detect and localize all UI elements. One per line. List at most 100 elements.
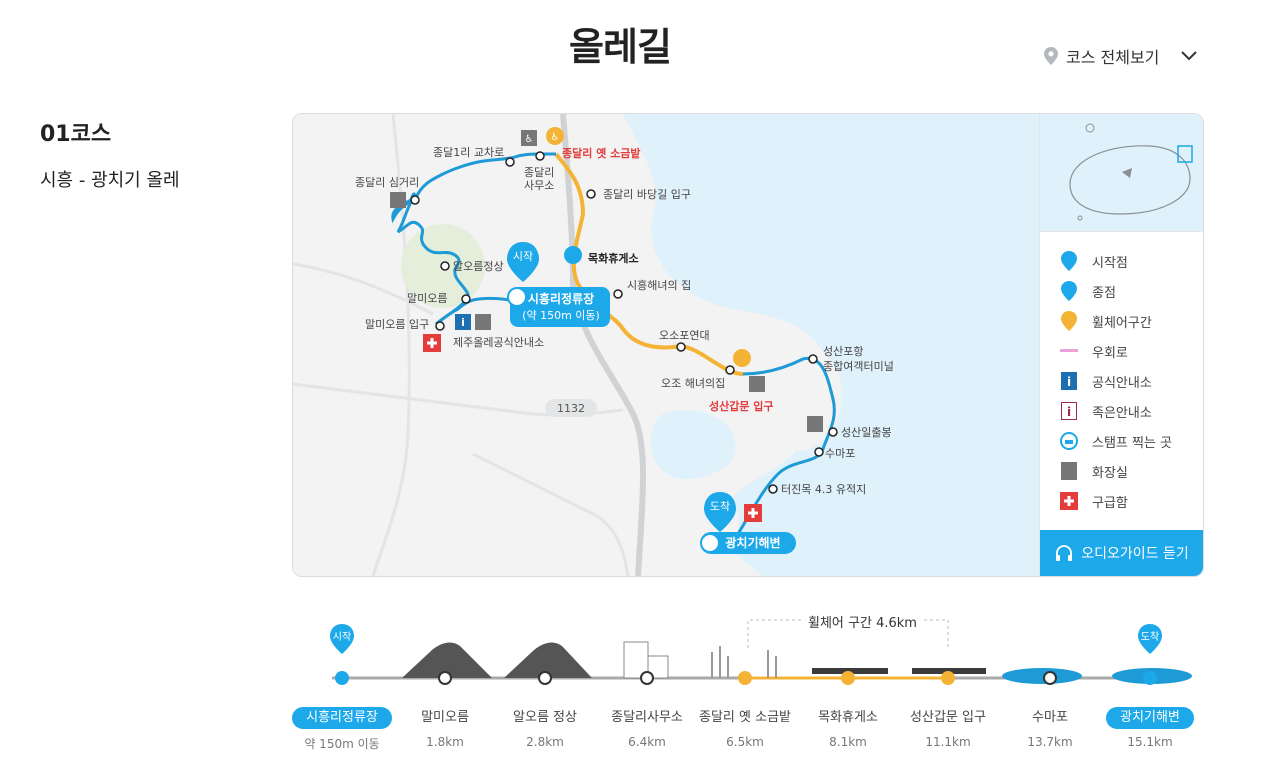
legend-label: 화장실 xyxy=(1092,465,1128,481)
start-station-box[interactable] xyxy=(510,287,610,327)
start-point-icon xyxy=(1058,250,1080,272)
wheelchair-section-label: 휠체어 구간 4.6km xyxy=(802,612,923,631)
svg-text:도착: 도착 xyxy=(710,500,730,513)
profile-stop-distance: 11.1km xyxy=(925,735,971,749)
profile-stop-distance: 8.1km xyxy=(829,735,867,749)
profile-stop-distance: 15.1km xyxy=(1127,735,1173,749)
chevron-down-icon xyxy=(1181,51,1198,61)
svg-text:종달리 심거리: 종달리 심거리 xyxy=(355,176,419,189)
stamp-icon xyxy=(702,535,718,551)
profile-illustration: 시작 도착 xyxy=(330,619,1192,685)
first-aid-icon xyxy=(1058,490,1080,512)
svg-text:알오름정상: 알오름정상 xyxy=(453,259,504,273)
course-name: 시흥 - 광치기 올레 xyxy=(40,170,180,191)
profile-stop-name: 종달리 옛 소금밭 xyxy=(699,710,791,725)
svg-text:종달리 옛 소금밭: 종달리 옛 소금밭 xyxy=(562,146,641,160)
svg-text:(약 150m 이동): (약 150m 이동) xyxy=(522,308,600,322)
svg-text:터진목 4.3 유적지: 터진목 4.3 유적지 xyxy=(781,483,866,496)
profile-stop-dot xyxy=(1043,671,1057,685)
profile-stop-name: 목화휴게소 xyxy=(818,710,878,725)
hill-icon xyxy=(402,642,492,678)
start-pin-icon xyxy=(330,624,354,654)
start-marker[interactable] xyxy=(507,242,539,282)
hill-icon xyxy=(504,642,592,678)
legend-item: 종점 xyxy=(1058,276,1203,306)
svg-text:수마포: 수마포 xyxy=(825,447,855,460)
course-select-dropdown[interactable]: 코스 전체보기 xyxy=(1044,44,1198,68)
profile-stop-dot xyxy=(841,671,855,685)
end-beach-label[interactable] xyxy=(700,532,796,554)
svg-text:성산일출봉: 성산일출봉 xyxy=(841,425,892,439)
profile-stop-distance: 약 150m 이동 xyxy=(304,737,380,751)
profile-stop-distance: 1.8km xyxy=(426,735,464,749)
svg-text:시흥리정류장: 시흥리정류장 xyxy=(528,291,594,306)
legend-label: 휠체어구간 xyxy=(1092,315,1152,331)
toilet-icon xyxy=(749,376,765,392)
map-canvas: 1132 종달1리 교차로 종달리 사무소 종달리 옛 소금밭 종달리 심거리 … xyxy=(293,114,1041,576)
course-number: 01코스 xyxy=(40,122,112,147)
stamp-icon xyxy=(564,246,582,264)
end-marker[interactable] xyxy=(704,492,736,532)
profile-stop-name: 말미오름 xyxy=(421,710,469,725)
svg-text:목화휴게소: 목화휴게소 xyxy=(588,251,639,265)
svg-text:♿: ♿ xyxy=(525,134,534,145)
official-info-icon: i xyxy=(1058,370,1080,392)
svg-text:시작: 시작 xyxy=(513,250,533,263)
profile-stop[interactable]: 말미오름 1.8km xyxy=(390,706,500,749)
jeju-mini-map xyxy=(1040,114,1203,232)
legend-label: 구급함 xyxy=(1092,495,1128,511)
svg-text:♿: ♿ xyxy=(551,132,560,143)
profile-stop-dot xyxy=(438,671,452,685)
svg-text:i: i xyxy=(1067,375,1071,389)
svg-text:성산갑문 입구: 성산갑문 입구 xyxy=(709,399,774,413)
stamp-icon xyxy=(1058,430,1080,452)
profile-stop-name: 알오름 정상 xyxy=(513,710,577,725)
page-title: 올레길 xyxy=(569,25,672,69)
profile-stop-dot xyxy=(538,671,552,685)
course-map[interactable]: 1132 종달1리 교차로 종달리 사무소 종달리 옛 소금밭 종달리 심거리 … xyxy=(292,113,1204,577)
wheelchair-icon xyxy=(1058,310,1080,332)
audio-guide-button[interactable]: 오디오가이드 듣기 xyxy=(1040,530,1203,576)
detour-line-icon xyxy=(1058,340,1080,362)
profile-stop-dot xyxy=(1143,671,1157,685)
profile-stop[interactable]: 종달리사무소 6.4km xyxy=(592,706,702,749)
profile-stop-distance: 6.4km xyxy=(628,735,666,749)
svg-text:종달1리 교차로: 종달1리 교차로 xyxy=(433,146,504,159)
profile-stop-name: 수마포 xyxy=(1032,710,1068,725)
svg-text:종합여객터미널: 종합여객터미널 xyxy=(823,360,894,373)
profile-stop-distance: 13.7km xyxy=(1027,735,1073,749)
stamp-icon xyxy=(507,287,527,307)
legend-label: 공식안내소 xyxy=(1092,375,1152,391)
profile-stop-dot xyxy=(738,671,752,685)
legend-label: 종점 xyxy=(1092,285,1116,301)
svg-text:시흥해녀의 집: 시흥해녀의 집 xyxy=(627,278,691,292)
svg-text:오소포연대: 오소포연대 xyxy=(659,329,710,342)
profile-stop-name: 종달리사무소 xyxy=(611,710,683,725)
svg-text:종달리 바당길 입구: 종달리 바당길 입구 xyxy=(603,188,691,201)
profile-stop-name: 시흥리정류장 xyxy=(292,707,392,729)
toilet-icon xyxy=(390,192,406,208)
legend-label: 우회로 xyxy=(1092,345,1128,361)
legend-label: 시작점 xyxy=(1092,255,1128,271)
svg-text:광치기해변: 광치기해변 xyxy=(725,535,780,550)
road-number: 1132 xyxy=(557,402,585,415)
svg-text:시작: 시작 xyxy=(333,631,351,643)
profile-stop-dot xyxy=(335,671,349,685)
profile-stop-name: 광치기해변 xyxy=(1106,707,1194,729)
end-point-icon xyxy=(1058,280,1080,302)
profile-stop[interactable]: 목화휴게소 8.1km xyxy=(793,706,903,749)
end-pin-icon xyxy=(1138,624,1162,654)
course-select-label: 코스 전체보기 xyxy=(1066,48,1160,67)
profile-stop[interactable]: 수마포 13.7km xyxy=(995,706,1105,749)
legend-label: 족은안내소 xyxy=(1092,405,1152,421)
svg-text:오조 해녀의집: 오조 해녀의집 xyxy=(661,376,725,390)
headphones-icon xyxy=(1056,545,1073,561)
profile-stop[interactable]: 광치기해변 15.1km xyxy=(1095,706,1205,749)
